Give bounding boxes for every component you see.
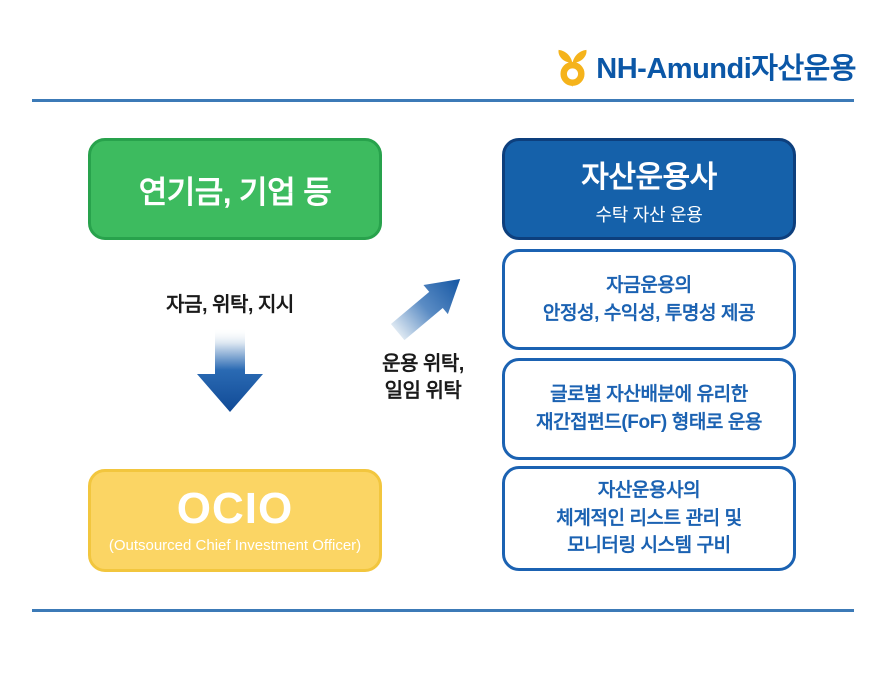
- nh-sprout-icon: [558, 49, 587, 87]
- feature-box-global-fof: 글로벌 자산배분에 유리한 재간접펀드(FoF) 형태로 운용: [502, 358, 796, 460]
- feature-line: 안정성, 수익성, 투명성 제공: [542, 302, 756, 324]
- ocio-box: OCIO (Outsourced Chief Investment Office…: [88, 469, 382, 572]
- feature-line: 체계적인 리스트 관리 및: [556, 507, 742, 529]
- ocio-subtitle: (Outsourced Chief Investment Officer): [108, 537, 362, 554]
- down-arrow-label: 자금, 위탁, 지시: [166, 294, 294, 316]
- asset-manager-box: 자산운용사 수탁 자산 운용: [502, 138, 796, 240]
- top-divider-line: [32, 99, 854, 102]
- bottom-divider-line: [32, 609, 854, 612]
- brand-logo-text: NH-Amundi자산운용: [596, 53, 856, 85]
- up-arrow-label-line: 일임 위탁: [384, 380, 462, 402]
- source-box-pension-funds: 연기금, 기업 등: [88, 138, 382, 240]
- feature-box-risk-monitoring: 자산운용사의 체계적인 리스트 관리 및 모니터링 시스템 구비: [502, 466, 796, 571]
- feature-line: 모니터링 시스템 구비: [567, 535, 731, 557]
- down-arrow-icon: [197, 328, 263, 412]
- up-arrow-label-line: 운용 위탁,: [382, 353, 464, 375]
- feature-box-stability: 자금운용의 안정성, 수익성, 투명성 제공: [502, 249, 796, 350]
- brand-logo: NH-Amundi자산운용: [554, 45, 856, 87]
- feature-line: 재간접펀드(FoF) 형태로 운용: [535, 412, 763, 433]
- feature-line: 자금운용의: [606, 274, 692, 296]
- up-arrow-label: 운용 위탁, 일임 위탁: [353, 351, 493, 405]
- asset-manager-subtitle: 수탁 자산 운용: [595, 204, 703, 225]
- source-box-label: 연기금, 기업 등: [138, 174, 332, 210]
- asset-manager-title: 자산운용사: [581, 160, 717, 194]
- feature-line: 글로벌 자산배분에 유리한: [550, 384, 748, 406]
- up-right-arrow-icon: [390, 279, 461, 341]
- feature-line: 자산운용사의: [597, 480, 701, 502]
- ocio-title: OCIO: [176, 484, 294, 533]
